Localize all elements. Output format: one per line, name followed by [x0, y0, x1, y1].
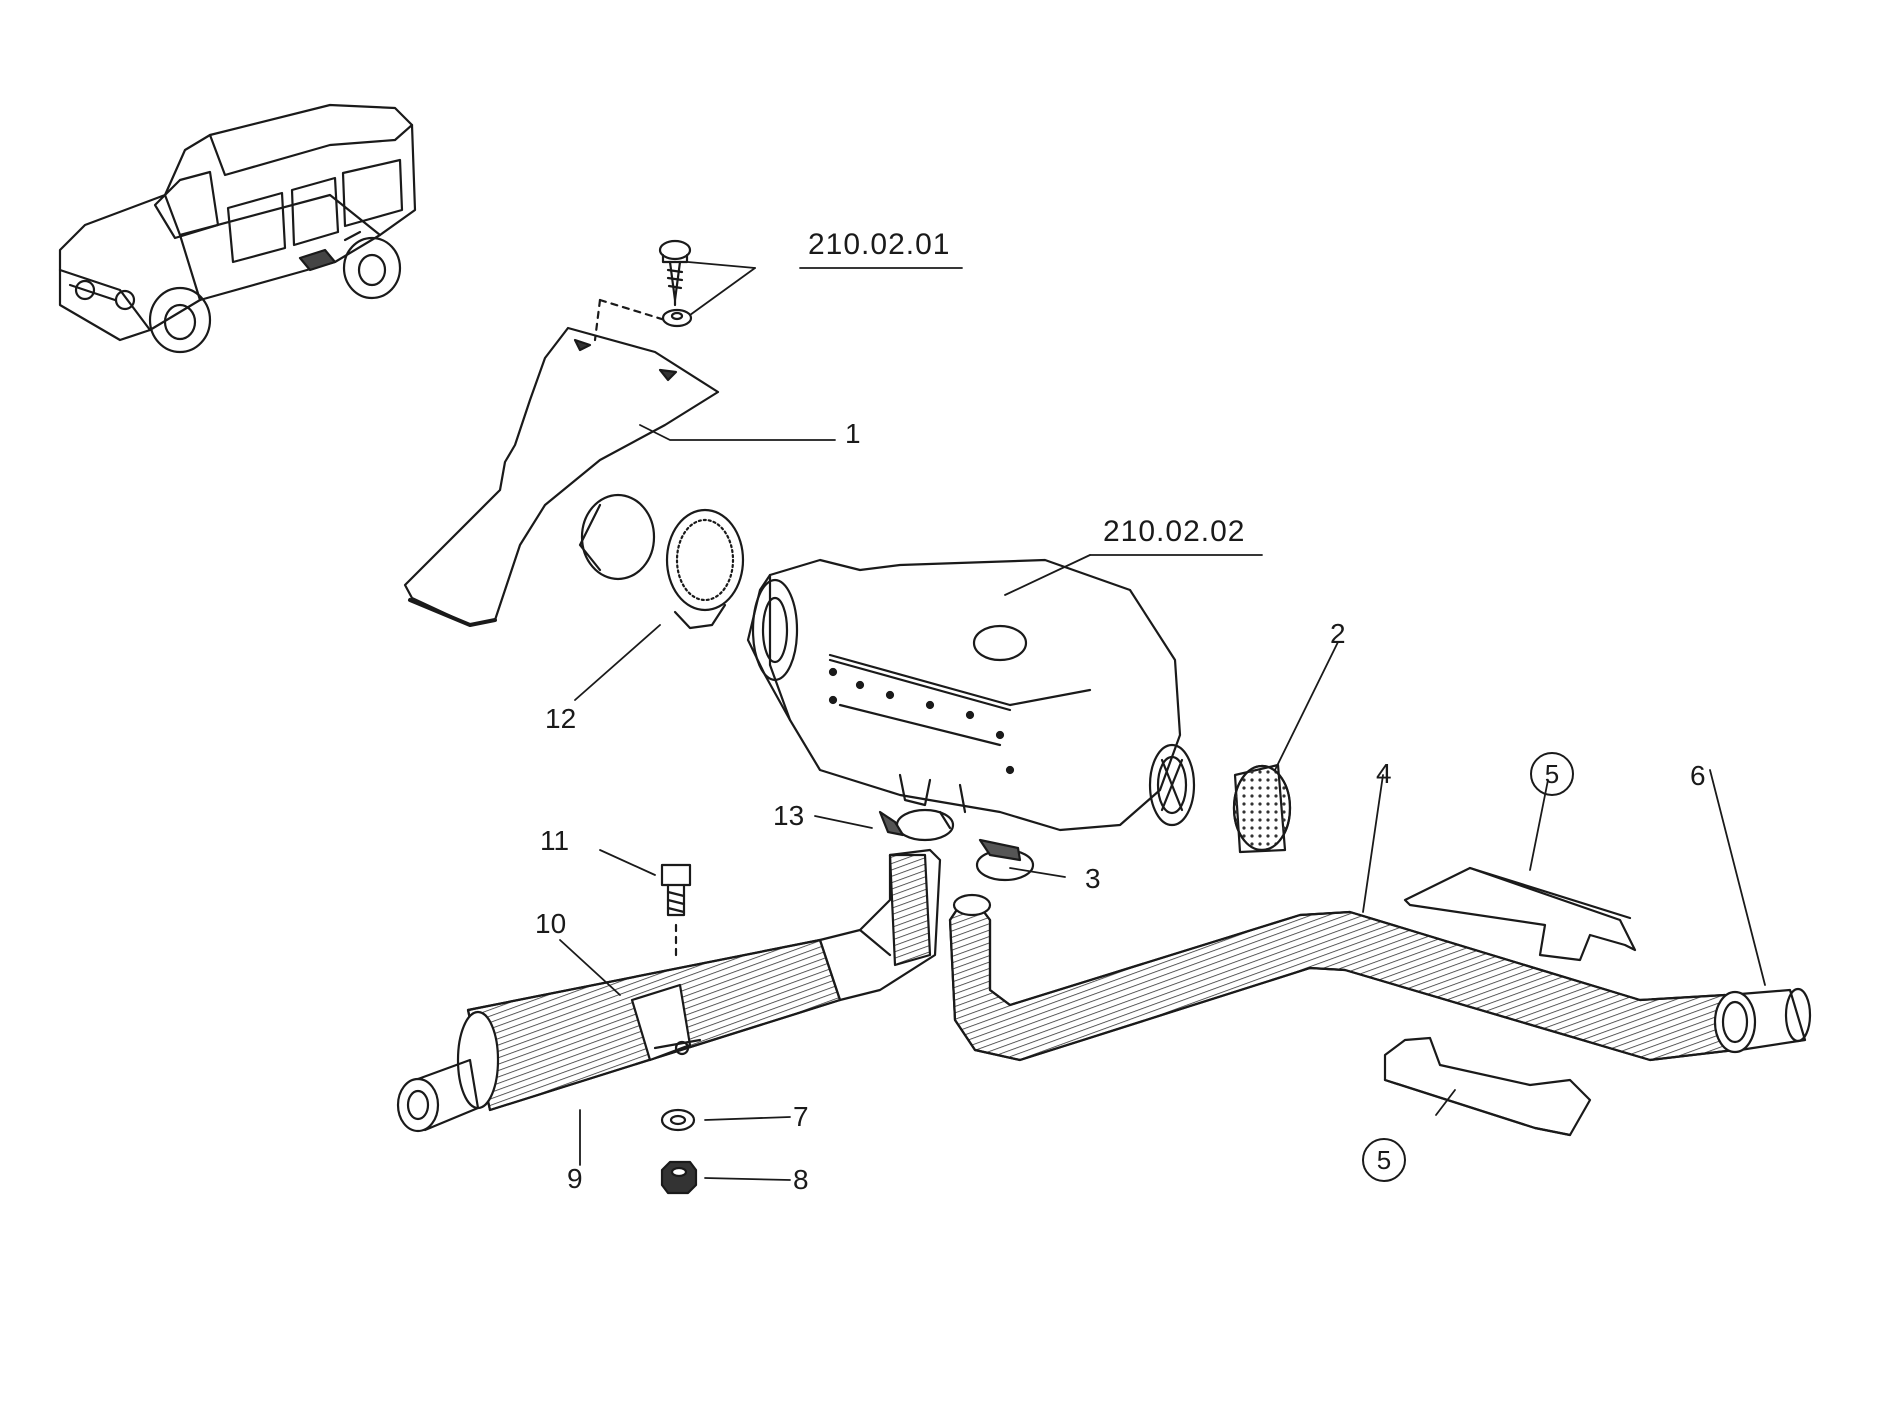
hose-clamp-part-12 — [665, 508, 745, 630]
callout-1: 1 — [845, 418, 861, 449]
callout-5-upper: 5 — [1530, 752, 1574, 796]
callout-7: 7 — [793, 1101, 809, 1132]
bolt-washer-nut-parts-11-7-8 — [660, 863, 698, 1195]
callout-2: 2 — [1330, 618, 1346, 649]
reference-label-210-02-01: 210.02.01 — [808, 228, 951, 261]
callout-11: 11 — [540, 825, 570, 856]
screw-and-washer — [593, 239, 693, 342]
callout-3: 3 — [1085, 863, 1101, 894]
callout-10: 10 — [535, 908, 567, 939]
vehicle-locator-sketch — [58, 103, 417, 354]
callout-9: 9 — [567, 1163, 583, 1194]
callout-13: 13 — [773, 800, 805, 831]
callout-5-lower: 5 — [1362, 1138, 1406, 1182]
callout-8: 8 — [793, 1164, 809, 1195]
grille-cover-part-2 — [1232, 763, 1292, 854]
callout-6: 6 — [1690, 760, 1706, 791]
pipe-end-sleeve-part-6 — [1713, 987, 1812, 1054]
callout-4: 4 — [1376, 758, 1392, 789]
reference-label-210-02-02: 210.02.02 — [1103, 515, 1246, 548]
heater-unit — [746, 558, 1196, 832]
callout-12: 12 — [545, 703, 577, 734]
pipe-clamps-part-13-3 — [878, 808, 1035, 882]
pipe-bracket-part-5-upper — [1403, 866, 1637, 962]
pipe-bracket-part-5-lower — [1383, 1036, 1592, 1137]
air-duct-part-1 — [403, 326, 720, 627]
leader-lines — [559, 261, 1766, 1181]
muffler-part-9 — [396, 848, 942, 1133]
